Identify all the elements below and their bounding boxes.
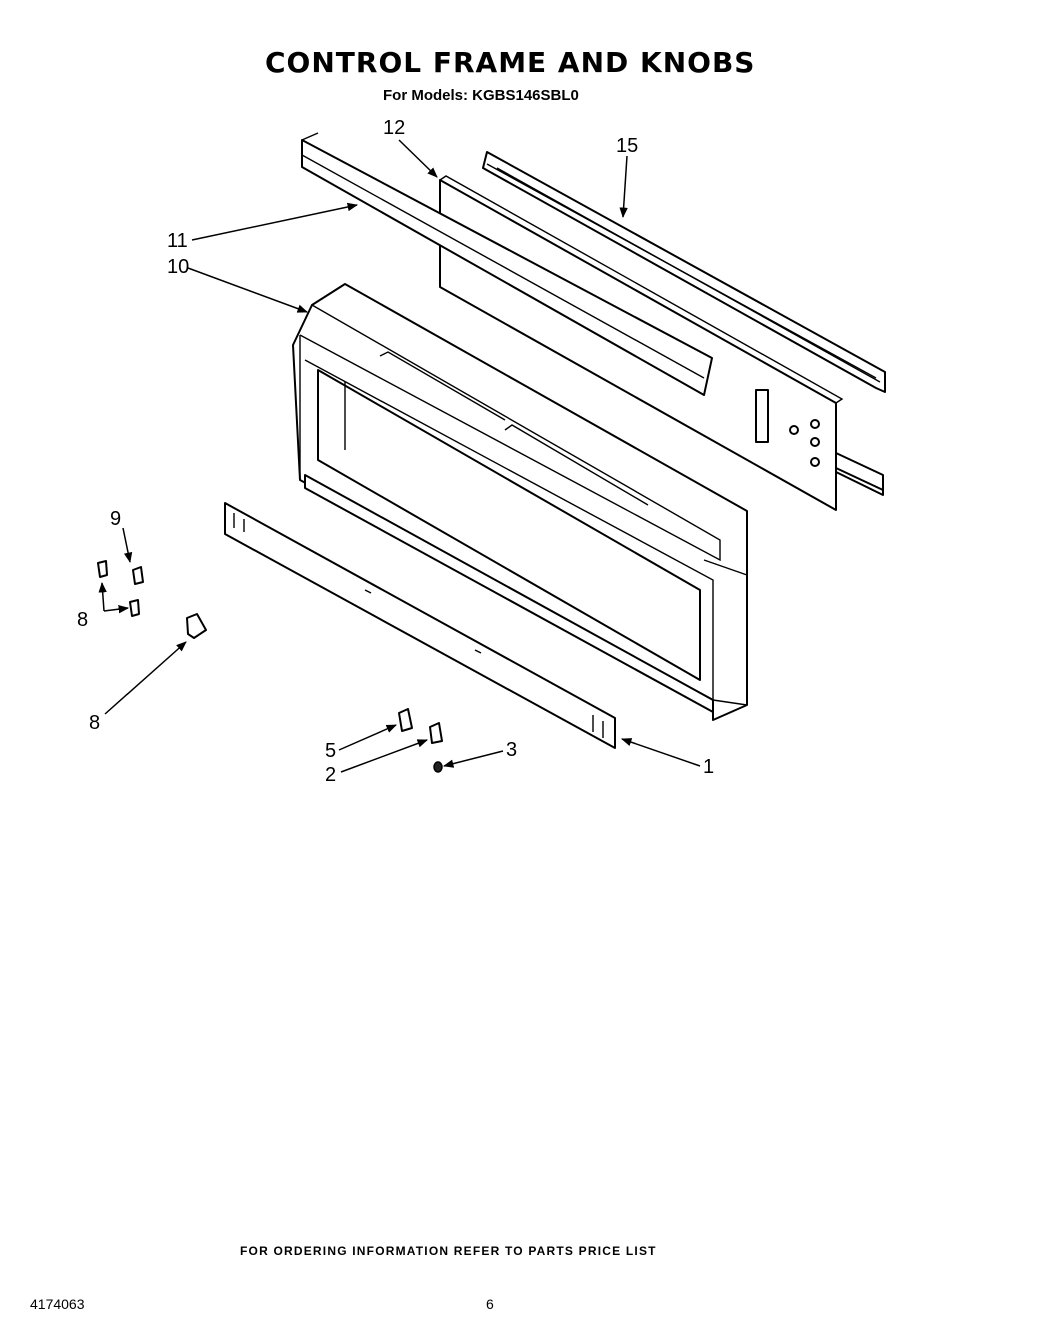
part-8-knob-large	[186, 613, 207, 639]
callout-1: 1	[703, 756, 714, 778]
part-11-control-frame	[292, 283, 748, 721]
callout-12: 11	[167, 230, 188, 252]
callout-3: 3	[506, 739, 517, 761]
part-12-upper-strip	[301, 132, 713, 396]
callout-10: 8	[77, 609, 88, 631]
callout-15: 15	[616, 135, 638, 157]
part-2-knob	[429, 722, 443, 744]
part-9-knob-small	[132, 566, 144, 585]
panel-slot	[755, 389, 769, 443]
page-number: 6	[486, 1296, 494, 1312]
callout-13: 12	[383, 117, 405, 139]
callout-11: 10	[167, 256, 189, 278]
page-title: CONTROL FRAME AND KNOBS	[265, 46, 756, 79]
part-5-knob	[398, 708, 413, 732]
callout-2: 2	[325, 764, 336, 786]
knob-hole-icon	[810, 419, 820, 429]
part-10-knob-small	[97, 560, 140, 617]
knob-hole-icon	[810, 457, 820, 467]
knob-hole-icon	[810, 437, 820, 447]
callout-5: 5	[325, 740, 336, 762]
model-subtitle: For Models: KGBS146SBL0	[383, 87, 579, 104]
part-1-lower-trim-bar	[224, 502, 616, 749]
ordering-note: FOR ORDERING INFORMATION REFER TO PARTS …	[240, 1244, 657, 1258]
callout-8: 8	[89, 712, 100, 734]
part-15-top-trim	[482, 151, 886, 393]
document-number: 4174063	[30, 1296, 85, 1312]
callout-9: 9	[110, 508, 121, 530]
part-3-washer	[433, 761, 443, 773]
knob-hole-icon	[789, 425, 799, 435]
